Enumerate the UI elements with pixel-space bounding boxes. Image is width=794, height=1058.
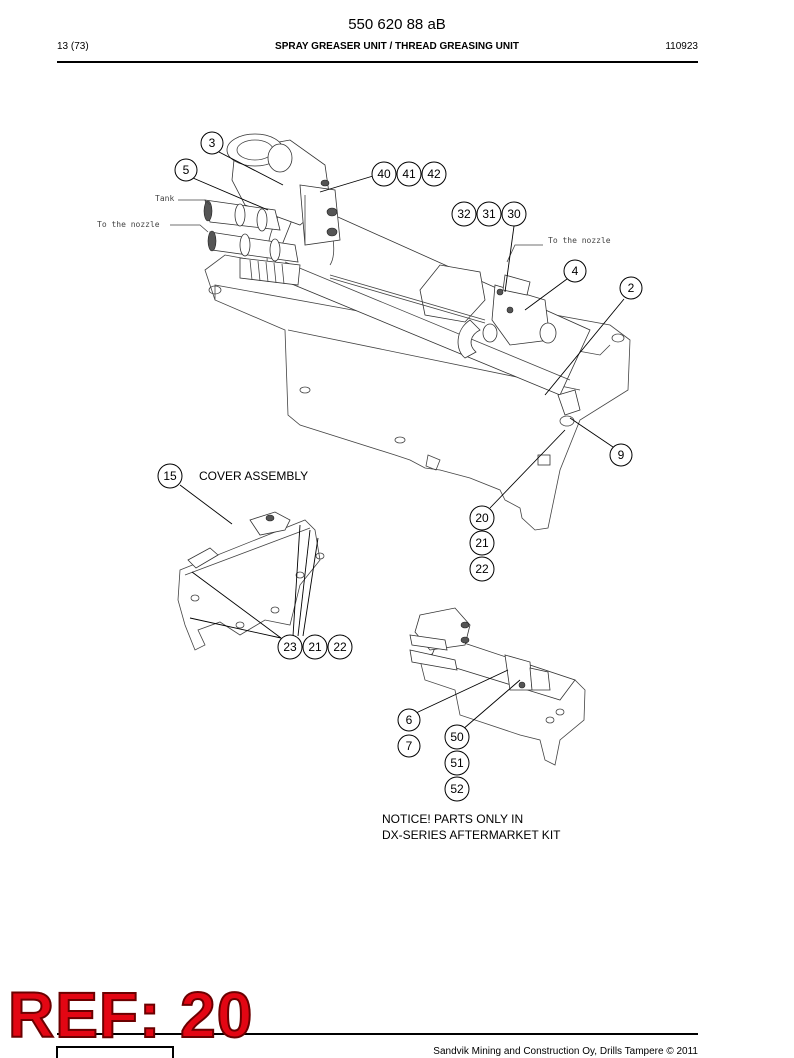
document-date: 110923: [665, 41, 698, 52]
callout-3: 3: [200, 131, 224, 155]
svg-text:31: 31: [482, 207, 496, 221]
svg-text:41: 41: [402, 167, 416, 181]
callout-23: 23: [277, 634, 303, 660]
callouts: 3 5 40 41 42 32 31 30 4 2 9 15 20 21 22 …: [157, 131, 643, 802]
svg-text:7: 7: [406, 739, 413, 753]
callout-6: 6: [397, 708, 421, 732]
svg-text:3: 3: [209, 136, 216, 150]
callout-50: 50: [444, 724, 470, 750]
svg-text:52: 52: [450, 782, 464, 796]
document-number: 550 620 88 aB: [348, 16, 446, 33]
cover-assembly-drawing: [177, 511, 325, 651]
header-rule: [57, 61, 698, 63]
svg-text:32: 32: [457, 207, 471, 221]
svg-text:21: 21: [475, 536, 489, 550]
callout-51: 51: [444, 750, 470, 776]
page-number: 13 (73): [57, 41, 89, 52]
svg-text:40: 40: [377, 167, 391, 181]
main-assembly: [170, 133, 631, 531]
svg-text:50: 50: [450, 730, 464, 744]
tank-label: Tank: [155, 194, 174, 203]
callout-4: 4: [563, 259, 587, 283]
callout-22-main: 22: [469, 556, 495, 582]
callout-9: 9: [609, 443, 633, 467]
nozzle-label-left: To the nozzle: [97, 220, 160, 229]
svg-text:51: 51: [450, 756, 464, 770]
dx-kit-drawing: [409, 607, 586, 766]
svg-text:23: 23: [283, 640, 297, 654]
leader-lines: [179, 151, 625, 731]
footer-copyright: Sandvik Mining and Construction Oy, Dril…: [433, 1046, 698, 1057]
ref-stamp: REF: 20: [7, 979, 254, 1051]
svg-text:4: 4: [572, 264, 579, 278]
svg-text:22: 22: [333, 640, 347, 654]
callout-41: 41: [396, 161, 422, 187]
callout-32: 32: [451, 201, 477, 227]
callout-30: 30: [501, 201, 527, 227]
callout-7: 7: [397, 734, 421, 758]
svg-text:9: 9: [618, 448, 625, 462]
sandvik-logo: [56, 1046, 174, 1058]
svg-text:30: 30: [507, 207, 521, 221]
footer-rule: [57, 1033, 698, 1035]
svg-text:6: 6: [406, 713, 413, 727]
callout-22-cover: 22: [327, 634, 353, 660]
document-title: SPRAY GREASER UNIT / THREAD GREASING UNI…: [275, 41, 519, 52]
svg-text:42: 42: [427, 167, 441, 181]
svg-text:2: 2: [628, 281, 635, 295]
callout-2: 2: [619, 276, 643, 300]
svg-text:20: 20: [475, 511, 489, 525]
svg-text:5: 5: [183, 163, 190, 177]
nozzle-label-right: To the nozzle: [548, 236, 611, 245]
svg-text:22: 22: [475, 562, 489, 576]
cover-assembly-caption: COVER ASSEMBLY: [199, 469, 309, 483]
callout-40: 40: [371, 161, 397, 187]
callout-20: 20: [469, 505, 495, 531]
callout-21-main: 21: [469, 530, 495, 556]
svg-text:21: 21: [308, 640, 322, 654]
callout-21-cover: 21: [302, 634, 328, 660]
callout-15: 15: [157, 463, 183, 489]
notice-line-1: NOTICE! PARTS ONLY IN: [382, 812, 524, 826]
callout-5: 5: [174, 158, 198, 182]
notice-line-2: DX-SERIES AFTERMARKET KIT: [382, 828, 561, 842]
callout-42: 42: [421, 161, 447, 187]
svg-text:15: 15: [163, 469, 177, 483]
callout-31: 31: [476, 201, 502, 227]
callout-52: 52: [444, 776, 470, 802]
